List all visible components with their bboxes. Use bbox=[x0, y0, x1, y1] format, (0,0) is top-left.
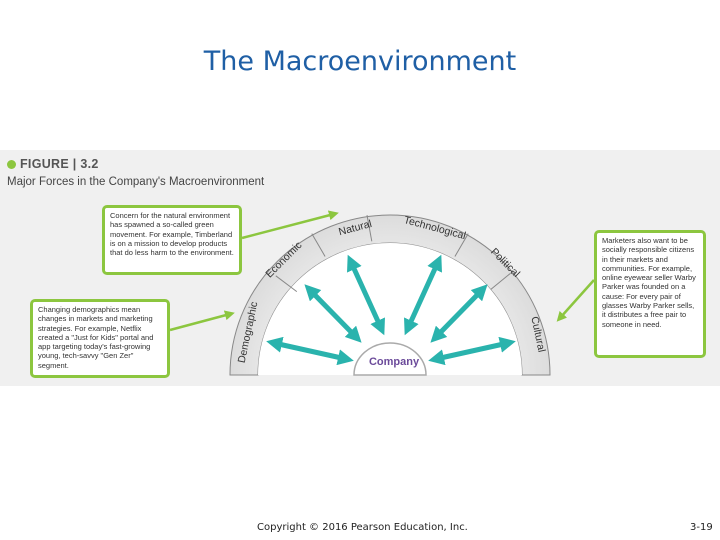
figure-label: FIGURE | 3.2 bbox=[20, 157, 99, 171]
footer-copyright: Copyright © 2016 Pearson Education, Inc. bbox=[257, 522, 468, 533]
arrow-natural bbox=[347, 254, 385, 336]
arrow-demographic bbox=[266, 336, 354, 366]
slide-title: The Macroenvironment bbox=[203, 46, 517, 77]
pointer-natural bbox=[241, 210, 339, 240]
arrow-cultural bbox=[428, 336, 516, 366]
callout-natural: Concern for the natural environment has … bbox=[102, 205, 242, 275]
company-label: Company bbox=[369, 356, 420, 368]
figure-subtitle: Major Forces in the Company's Macroenvir… bbox=[7, 176, 265, 188]
arrow-technological bbox=[404, 254, 442, 336]
ring-dividers bbox=[275, 215, 511, 292]
company-node bbox=[353, 342, 427, 376]
callout-cultural: Marketers also want to be socially respo… bbox=[594, 230, 706, 358]
arrow-political bbox=[430, 284, 488, 343]
force-arrows bbox=[266, 254, 516, 366]
figure-bullet-icon bbox=[7, 160, 16, 169]
callout-demographic: Changing demographics mean changes in ma… bbox=[30, 299, 170, 378]
pointer-cultural bbox=[556, 279, 595, 322]
pointer-demographic bbox=[169, 310, 235, 332]
page-number: 3-19 bbox=[690, 522, 713, 533]
